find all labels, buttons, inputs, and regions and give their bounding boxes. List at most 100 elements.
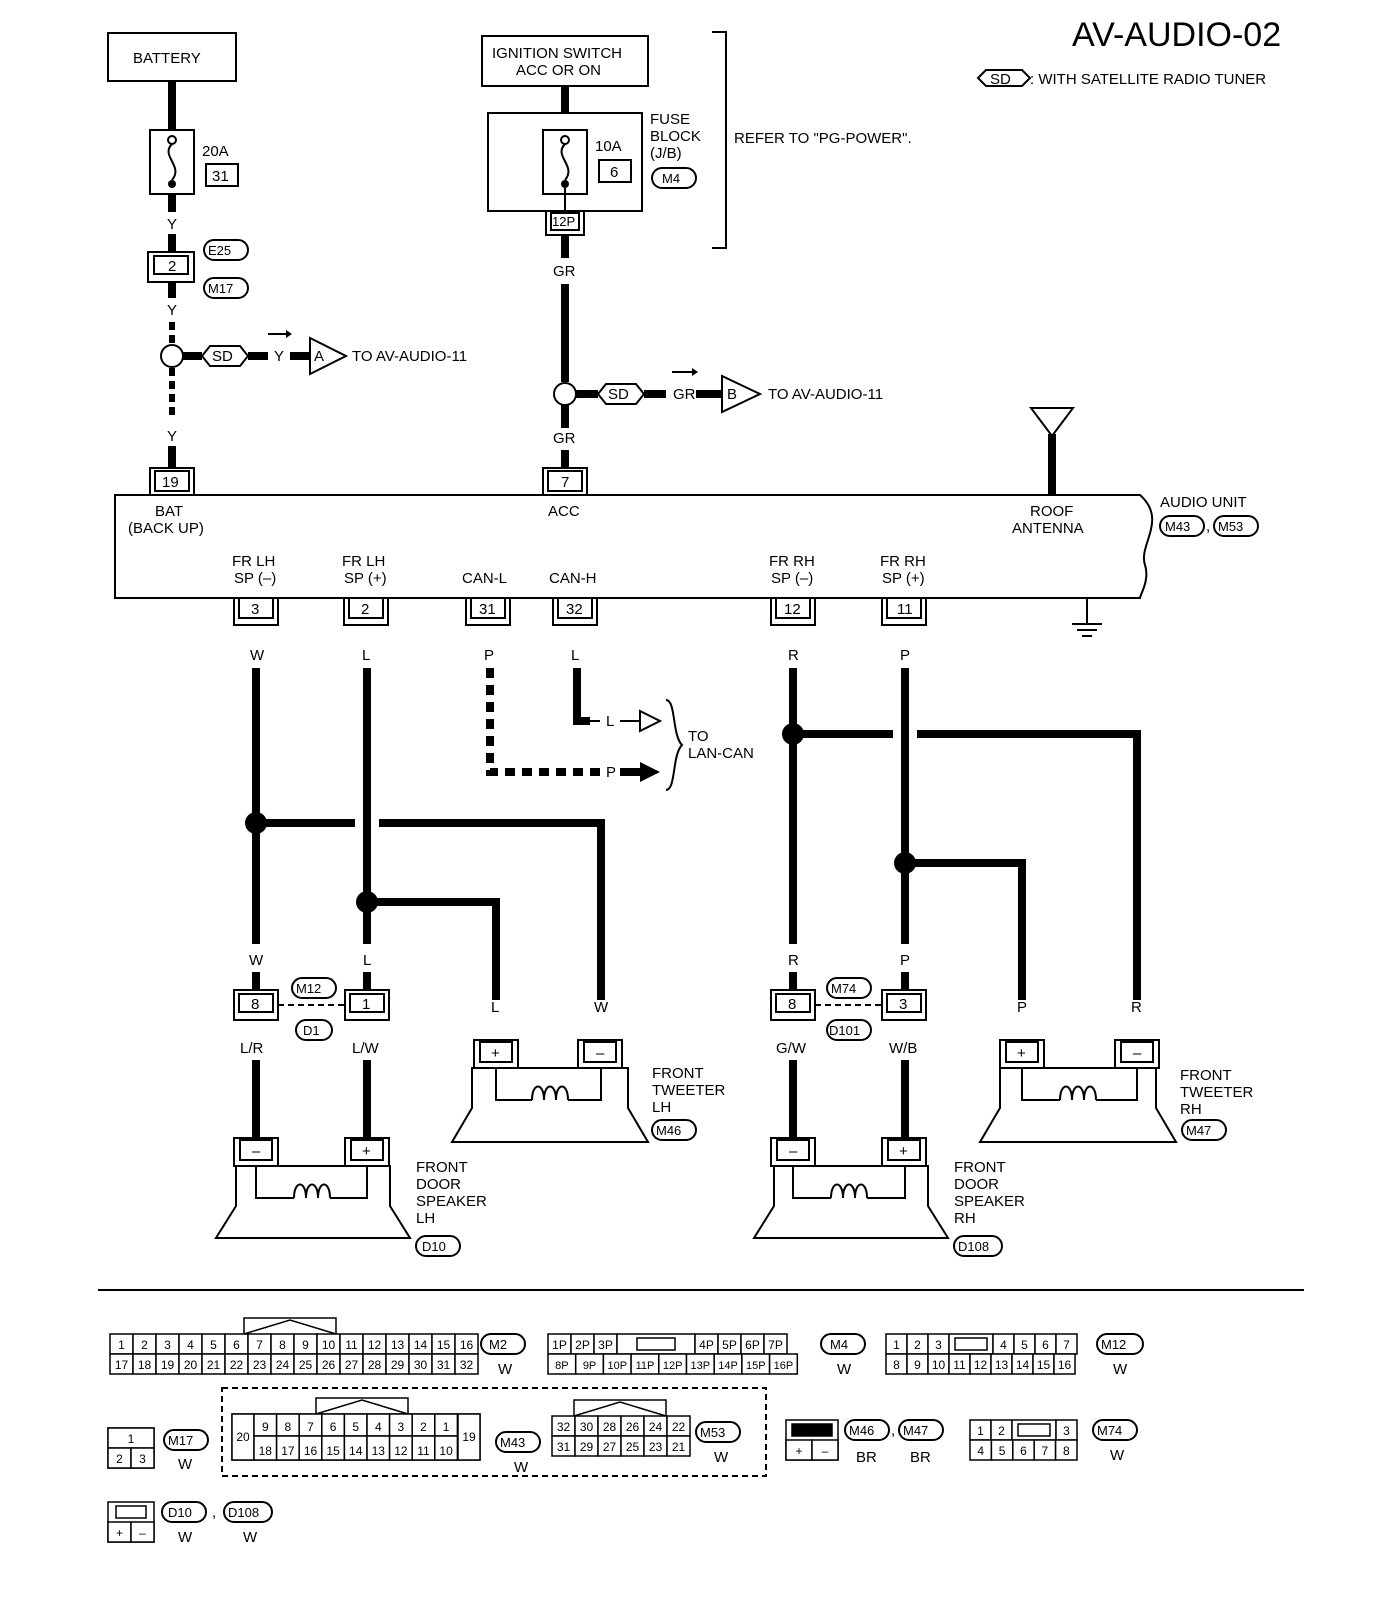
face-pin-label: 13 xyxy=(391,1338,405,1352)
tweeter-rh-line1: FRONT xyxy=(1180,1067,1232,1084)
face-pin-label: 12 xyxy=(394,1444,408,1458)
face-pin-label: 10P xyxy=(607,1360,627,1372)
face-pin-label: 28 xyxy=(368,1358,382,1372)
audio-unit-conn2: M53 xyxy=(1218,519,1243,534)
d10-sep: , xyxy=(212,1504,216,1521)
svg-text:8: 8 xyxy=(251,996,259,1013)
wire-color-y-4: Y xyxy=(167,428,177,445)
tweeter-rh: + – xyxy=(978,1039,1178,1143)
svg-text:–: – xyxy=(252,1143,261,1160)
face-pin-label: 2 xyxy=(116,1452,123,1466)
out-can-h: CAN-H xyxy=(549,570,597,587)
svg-text:D1: D1 xyxy=(303,1023,320,1038)
audio-unit-box xyxy=(114,494,1154,599)
face-pin-label: 32 xyxy=(460,1358,474,1372)
battery-fuse-no: 31 xyxy=(212,168,229,185)
m43-color: W xyxy=(514,1459,529,1476)
face-pin-label: 5P xyxy=(722,1338,737,1352)
face-pin-label: 17 xyxy=(281,1444,295,1458)
fuse-block-conn: M4 xyxy=(662,171,680,186)
face-pin-label: 16P xyxy=(774,1360,794,1372)
wire-w-1: W xyxy=(250,647,265,664)
wire-l-3: L xyxy=(363,952,371,969)
wire-p-4: P xyxy=(1017,999,1027,1016)
face-pin-label: 6P xyxy=(745,1338,760,1352)
wire-p-3: P xyxy=(900,952,910,969)
audio-unit-name: AUDIO UNIT xyxy=(1160,494,1247,511)
svg-text:3: 3 xyxy=(251,601,259,618)
m47-color: BR xyxy=(910,1449,931,1466)
face-pin-label: 22 xyxy=(672,1420,686,1434)
svg-text:1: 1 xyxy=(362,996,370,1013)
face-pin-label: 3 xyxy=(1063,1424,1070,1438)
wire-gw: G/W xyxy=(776,1040,807,1057)
svg-text:E25: E25 xyxy=(208,243,231,258)
m46-lock xyxy=(791,1423,833,1437)
face-pin-label: 26 xyxy=(322,1358,336,1372)
speaker-rh-line4: RH xyxy=(954,1210,976,1227)
svg-text:7: 7 xyxy=(561,474,569,491)
m4-pin xyxy=(768,1353,799,1375)
fuse-block-line2: BLOCK xyxy=(650,128,701,145)
m17-id: M17 xyxy=(168,1433,193,1448)
d10-id: D10 xyxy=(168,1505,192,1520)
sat-a-letter: A xyxy=(314,348,324,365)
face-pin-label: 29 xyxy=(391,1358,405,1372)
face-pin-label: 18 xyxy=(138,1358,152,1372)
face-pin-label: 3 xyxy=(935,1338,942,1352)
tweeter-lh-line2: TWEETER xyxy=(652,1082,725,1099)
wire-r-3: R xyxy=(1131,999,1142,1016)
m43-pin xyxy=(434,1435,459,1461)
tweeter-lh-line1: FRONT xyxy=(652,1065,704,1082)
wire-color-gr-3: GR xyxy=(553,430,576,447)
face-pin-label: 14 xyxy=(349,1444,363,1458)
tweeter-rh-line3: RH xyxy=(1180,1101,1202,1118)
face-pin-label: 8P xyxy=(555,1360,568,1372)
face-pin-label: 7 xyxy=(1063,1338,1070,1352)
face-pin-label: 26 xyxy=(626,1420,640,1434)
speaker-rh-line3: SPEAKER xyxy=(954,1193,1025,1210)
svg-text:–: – xyxy=(596,1045,605,1062)
face-pin-label: 4 xyxy=(1000,1338,1007,1352)
face-pin-label: 11 xyxy=(953,1358,966,1372)
face-pin-label: 1 xyxy=(128,1432,135,1446)
audio-unit-conn1: M43 xyxy=(1165,519,1190,534)
svg-text:+: + xyxy=(362,1143,371,1160)
face-pin-label: 11 xyxy=(417,1444,430,1458)
face-pin-label: 24 xyxy=(276,1358,290,1372)
face-pin-label: 2 xyxy=(914,1338,921,1352)
svg-text:D101: D101 xyxy=(829,1023,860,1038)
lh-joint-connector: 8 1 M12 D1 xyxy=(233,977,390,1041)
wire-w-2: W xyxy=(249,952,264,969)
lan-p-tag: P xyxy=(606,764,616,781)
tweeter-lh-line3: LH xyxy=(652,1099,671,1116)
face-pin-label: 13P xyxy=(691,1360,711,1372)
face-pin-label: 21 xyxy=(672,1440,686,1454)
fuse-block-line3: (J/B) xyxy=(650,145,682,162)
m46-id: M46 xyxy=(849,1423,874,1438)
svg-text:12: 12 xyxy=(784,601,801,618)
face-pin-label: 25 xyxy=(299,1358,313,1372)
wire-color-gr-2: GR xyxy=(673,386,696,403)
legend-text: : WITH SATELLITE RADIO TUNER xyxy=(1030,71,1266,88)
face-pin-label: 17 xyxy=(115,1358,129,1372)
refer-pg-power: REFER TO "PG-POWER". xyxy=(734,130,912,147)
m12-lock xyxy=(954,1337,988,1351)
wire-lw: L/W xyxy=(352,1040,380,1057)
svg-text:–: – xyxy=(1133,1045,1142,1062)
face-pin-label: 1 xyxy=(118,1338,125,1352)
face-pin-label: 14P xyxy=(718,1360,738,1372)
pin-3: 3 xyxy=(233,597,279,626)
lan-l-tag: L xyxy=(606,713,614,730)
speaker-lh-line1: FRONT xyxy=(416,1159,468,1176)
svg-text:M17: M17 xyxy=(208,281,233,296)
legend: SD : WITH SATELLITE RADIO TUNER xyxy=(976,69,1266,88)
out-can-l: CAN-L xyxy=(462,570,507,587)
pin-7: 7 xyxy=(542,467,588,496)
face-pin-label: 5 xyxy=(999,1444,1006,1458)
bat-line1: BAT xyxy=(155,503,183,520)
svg-text:32: 32 xyxy=(566,601,583,618)
m74-color: W xyxy=(1110,1447,1125,1464)
face-pin-label: 11 xyxy=(345,1338,358,1352)
face-pin-label: 6 xyxy=(1020,1444,1027,1458)
